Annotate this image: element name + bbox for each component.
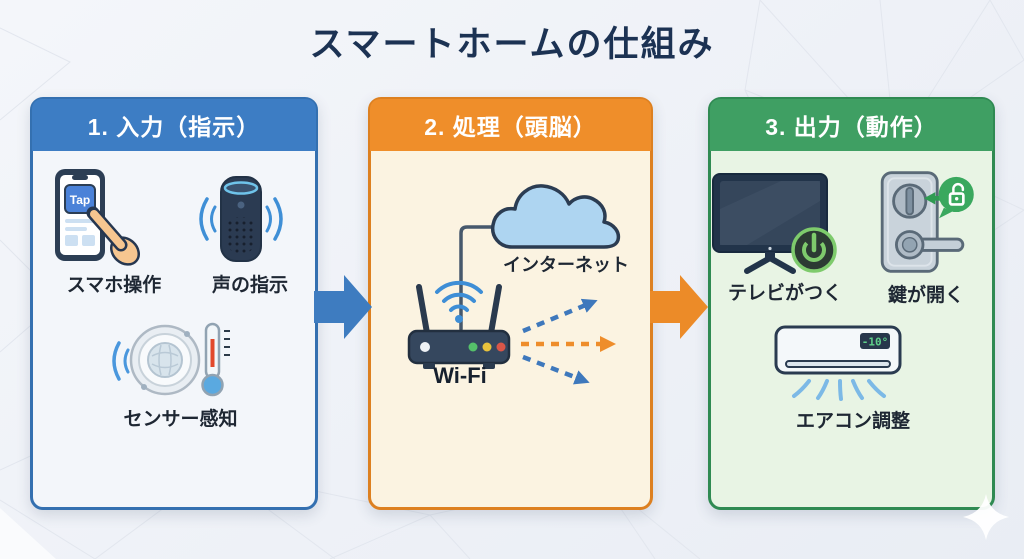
cloud-connector-line: [459, 225, 509, 331]
signal-arrow-up: [522, 298, 598, 334]
item-sensor: センサー感知: [103, 319, 258, 431]
air-conditioner-icon: -10°: [774, 325, 902, 401]
item-smartphone-label: スマホ操作: [66, 275, 162, 296]
wifi-router-icon: [407, 284, 511, 369]
flow-arrow-input-to-process: [314, 275, 372, 339]
signal-arrow-down: [522, 354, 590, 385]
unlock-badge-icon: [938, 176, 974, 219]
process-diagram: [407, 184, 621, 385]
panel-output-header: 3. 出力（動作）: [710, 99, 993, 151]
panel-process: 2. 処理（頭脳）: [368, 97, 653, 510]
power-badge-icon: [791, 227, 837, 273]
item-tv: テレビがつく: [711, 171, 859, 305]
sparkle-decoration: [963, 494, 1009, 540]
wifi-label: Wi-Fi: [433, 363, 487, 388]
smart-speaker-icon: [199, 176, 283, 262]
panel-input-body: Tap スマホ操作: [33, 151, 315, 509]
item-sensor-label: センサー感知: [123, 409, 238, 430]
cloud-icon: [490, 184, 621, 249]
ac-display-value: -10°: [862, 336, 889, 349]
tv-icon: [712, 173, 837, 274]
tap-button: Tap: [64, 184, 96, 214]
item-tv-label: テレビがつく: [727, 283, 842, 304]
panel-process-body: インターネット Wi-Fi: [371, 151, 650, 509]
panel-input: 1. 入力（指示） Tap: [30, 97, 318, 510]
item-lock: 鍵が開く: [867, 167, 985, 307]
item-ac-label: エアコン調整: [795, 411, 910, 432]
panel-output-body: テレビがつく: [711, 151, 992, 509]
flow-arrow-process-to-output: [650, 275, 708, 339]
item-voice: 声の指示: [185, 171, 315, 297]
item-ac: -10° エアコン調整: [773, 325, 933, 433]
panel-input-header: 1. 入力（指示）: [32, 99, 316, 151]
hand-cursor-icon: [86, 206, 140, 266]
wifi-signal-icon: [435, 280, 483, 323]
page-title: スマートホームの仕組み: [309, 25, 715, 64]
item-smartphone: Tap スマホ操作: [39, 167, 189, 297]
item-voice-label: 声の指示: [211, 275, 288, 296]
panel-output: 3. 出力（動作） テレビがつく: [708, 97, 995, 510]
thermometer-icon: [201, 322, 230, 397]
airflow-icon: [792, 379, 886, 401]
motion-sensor-icon: [112, 322, 230, 397]
item-lock-label: 鍵が開く: [887, 285, 964, 306]
panel-process-header: 2. 処理（頭脳）: [370, 99, 651, 151]
ac-display: [860, 333, 890, 349]
smartphone-tap-icon: Tap: [55, 169, 140, 266]
internet-label: インターネット: [503, 255, 629, 275]
door-lock-icon: [880, 171, 974, 273]
svg-text:Tap: Tap: [70, 193, 90, 207]
